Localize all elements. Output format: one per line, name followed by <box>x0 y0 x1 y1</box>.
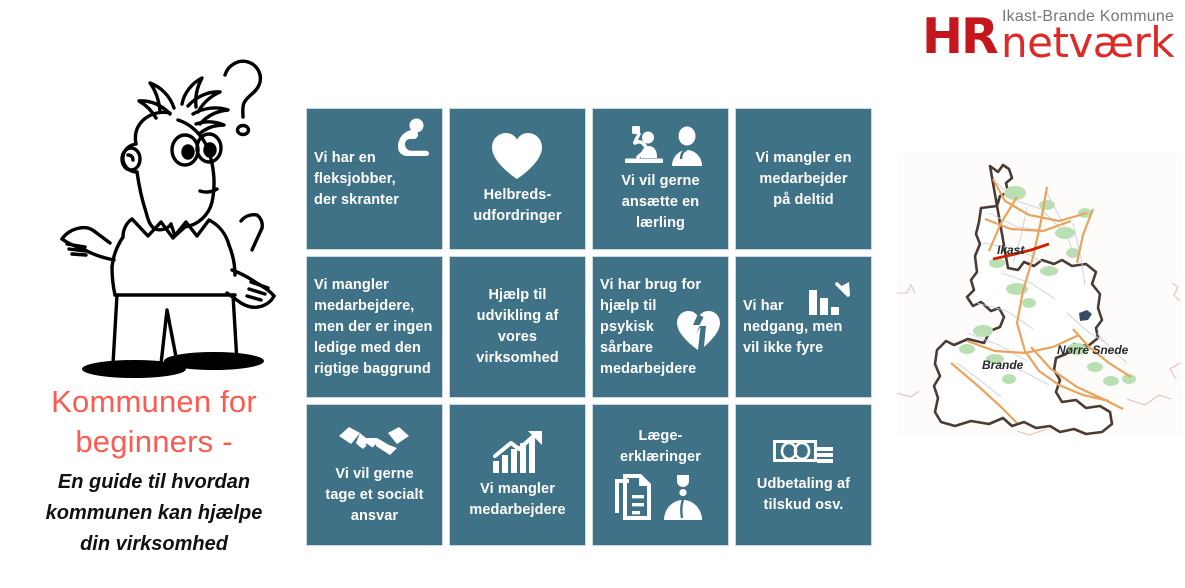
tile-deltid[interactable]: Vi mangler en medarbejder på deltid <box>735 108 872 250</box>
neighbour-borders <box>897 282 1181 436</box>
tile-label-line: hjælp til <box>600 297 657 314</box>
tile-ingen-ledige[interactable]: Vi mangler medarbejdere, men der er inge… <box>306 256 443 398</box>
tile-label-line: udfordringer <box>473 208 562 224</box>
tile-label-line: erklæringer <box>620 448 701 465</box>
tile-label-line: på deltid <box>773 191 834 208</box>
map-icon: Ikast Brande Nørre Snede <box>897 153 1182 436</box>
map-label-noerre-snede: Nørre Snede <box>1057 343 1129 357</box>
hr-netvaerk-logo: HR Ikast-Brande Kommune netværk <box>922 4 1175 67</box>
tile-label-line: fleksjobber, <box>314 170 396 187</box>
tile-label: Vi mangler en medarbejder på deltid <box>755 148 851 211</box>
tile-label-line: Hjælp til <box>488 287 547 303</box>
ikast-brande-map: Ikast Brande Nørre Snede <box>897 153 1182 436</box>
tile-label-line: Vi har brug for <box>600 276 702 293</box>
logo-hr-mark: HR <box>922 8 999 65</box>
page-subtitle-line-1: En guide til hvordan <box>57 471 251 493</box>
tile-label-line: Vi mangler <box>314 276 389 293</box>
tile-label: Hjælp til udvikling af vores virksomhed <box>476 285 558 369</box>
tile-mangler-medarbejdere[interactable]: Vi mangler medarbejdere <box>449 404 586 546</box>
confused-man-illustration <box>22 48 302 378</box>
tile-label: Vi har en fleksjobber, der skranter <box>314 148 399 211</box>
page-subtitle-line-2: kommunen kan hjælpe <box>45 502 263 524</box>
tile-label: Helbreds- udfordringer <box>473 185 561 227</box>
tile-label-line: vores <box>497 329 538 345</box>
heart-icon <box>489 131 545 181</box>
tile-label-line: Læge- <box>638 427 683 444</box>
tile-label: Vi har nedgang, men vil ikke fyre <box>743 296 843 359</box>
tile-label-line: psykisk <box>600 318 654 335</box>
tile-label-line: sårbare <box>600 339 654 356</box>
page-title-line-1: Kommunen for <box>51 384 257 419</box>
map-label-ikast: Ikast <box>997 243 1025 257</box>
page-title: Kommunen for beginners - <box>8 382 300 462</box>
tile-socialt-ansvar[interactable]: Vi vil gerne tage et socialt ansvar <box>306 404 443 546</box>
page-subtitle: En guide til hvordan kommunen kan hjælpe… <box>8 467 300 560</box>
tile-label: Vi mangler medarbejdere, men der er inge… <box>314 275 432 380</box>
documents-and-doctor-icon <box>609 473 713 525</box>
tile-label-line: ansætte en <box>621 193 700 210</box>
tile-udvikling[interactable]: Hjælp til udvikling af vores virksomhed <box>449 256 586 398</box>
logo-kommune-text: Ikast-Brande Kommune <box>1002 8 1175 25</box>
rising-bar-chart-arrow-icon <box>491 429 545 475</box>
tile-label-line: medarbejdere <box>600 360 697 377</box>
tile-psykisk-saarbare[interactable]: Vi har brug for hjælp til psykisk sårbar… <box>592 256 729 398</box>
tile-label-line: ledige med den <box>314 339 421 356</box>
tile-label: Udbetaling af tilskud osv. <box>757 474 850 516</box>
money-banknotes-icon <box>771 434 835 470</box>
tile-label-line: medarbejdere, <box>314 297 415 314</box>
tile-label-line: Vi vil gerne <box>621 172 700 189</box>
topic-tile-grid: Vi har en fleksjobber, der skranter Helb… <box>306 108 872 546</box>
tile-label-line: vil ikke fyre <box>743 339 824 356</box>
tile-label-line: Vi mangler en <box>755 149 852 166</box>
tile-label-line: virksomhed <box>476 350 559 366</box>
page-subtitle-line-3: din virksomhed <box>80 533 228 555</box>
tile-label-line: men der er ingen <box>314 318 433 335</box>
tile-label: Vi mangler medarbejdere <box>469 479 565 521</box>
tile-label-line: Udbetaling af <box>756 476 851 492</box>
tile-label-line: tilskud osv. <box>763 497 844 513</box>
tile-label: Vi har brug for hjælp til psykisk sårbar… <box>600 275 701 380</box>
tile-label-line: Helbreds- <box>483 187 552 203</box>
tile-laegeerklaeringer[interactable]: Læge- erklæringer <box>592 404 729 546</box>
tile-label-line: rigtige baggrund <box>314 360 431 377</box>
tile-label-line: tage et socialt <box>325 486 424 503</box>
tile-laerling[interactable]: Vi vil gerne ansætte en lærling <box>592 108 729 250</box>
tile-nedgang[interactable]: Vi har nedgang, men vil ikke fyre <box>735 256 872 398</box>
confused-man-icon <box>60 59 276 378</box>
tile-label-line: der skranter <box>314 191 400 208</box>
tile-fleksjobber[interactable]: Vi har en fleksjobber, der skranter <box>306 108 443 250</box>
tile-label: Vi vil gerne ansætte en lærling <box>621 171 699 234</box>
tile-label: Vi vil gerne tage et socialt ansvar <box>325 464 423 527</box>
broken-heart-icon <box>675 309 721 351</box>
forest-areas <box>959 186 1136 386</box>
page-title-line-2: beginners - <box>75 424 233 459</box>
tile-label-line: nedgang, men <box>743 318 843 335</box>
person-arm-sling-icon <box>394 117 434 157</box>
tile-label-line: ansvar <box>350 507 399 524</box>
declining-bar-chart-icon <box>807 279 857 321</box>
tile-helbredsudfordringer[interactable]: Helbreds- udfordringer <box>449 108 586 250</box>
lake <box>1079 310 1092 321</box>
tile-label-line: lærling <box>635 214 686 231</box>
tile-label-line: udvikling af <box>476 308 559 324</box>
municipality-shape <box>932 163 1114 436</box>
tile-label-line: Vi har <box>743 297 784 314</box>
tile-udbetaling[interactable]: Udbetaling af tilskud osv. <box>735 404 872 546</box>
tile-label-line: Vi vil gerne <box>335 465 414 482</box>
highlighted-road <box>992 242 1050 261</box>
tile-label: Læge- erklæringer <box>620 426 701 468</box>
map-label-brande: Brande <box>982 358 1024 372</box>
tile-label-line: medarbejdere <box>469 502 566 518</box>
tile-label-line: medarbejder <box>759 170 848 187</box>
title-block: Kommunen for beginners - En guide til hv… <box>8 382 300 560</box>
handshake-icon <box>337 424 411 460</box>
main-roads <box>950 178 1132 424</box>
student-raising-hand-and-person-icon <box>615 125 707 167</box>
tile-label-line: Vi mangler <box>480 481 555 497</box>
tile-label-line: Vi har en <box>314 149 376 166</box>
logo-netvaerk-text: netværk <box>1001 18 1175 67</box>
